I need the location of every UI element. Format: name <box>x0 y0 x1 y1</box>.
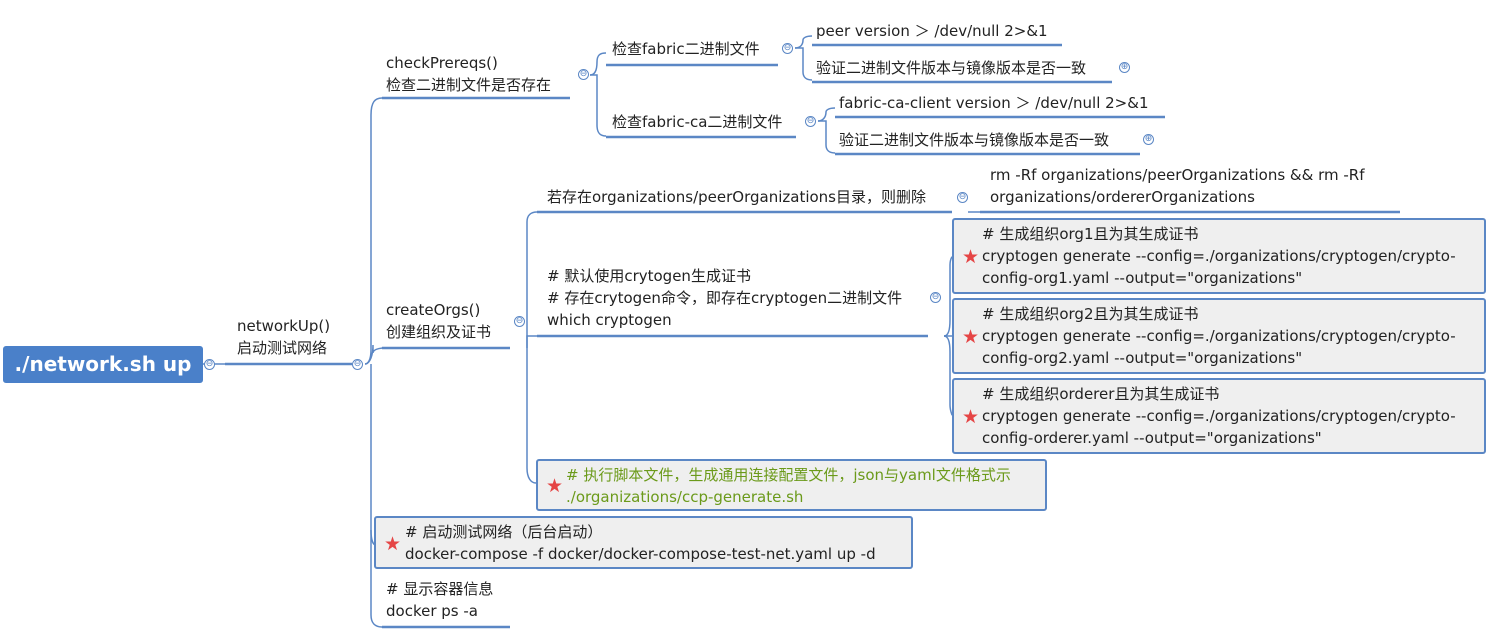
cryptogen-comment2: # 存在crytogen命令，即存在cryptogen二进制文件 <box>547 289 903 307</box>
star-icon: ★ <box>384 533 402 555</box>
org2-command-line2: config-org2.yaml --output="organizations… <box>982 349 1303 367</box>
collapse-icon[interactable]: ⊖ <box>782 43 793 54</box>
org2-comment: # 生成组织org2且为其生成证书 <box>982 305 1199 323</box>
createorgs-desc: 创建组织及证书 <box>386 323 492 341</box>
rm-command-line2: organizations/ordererOrganizations <box>990 188 1255 206</box>
checkprereqs-desc: 检查二进制文件是否存在 <box>386 76 552 94</box>
networkup-desc: 启动测试网络 <box>237 339 328 357</box>
org1-command-line1: cryptogen generate --config=./organizati… <box>982 247 1456 265</box>
collapse-icon[interactable]: ⊖ <box>352 359 363 370</box>
expand-icon[interactable]: ⊕ <box>1143 134 1154 145</box>
show-containers-comment: # 显示容器信息 <box>386 580 494 598</box>
collapse-icon[interactable]: ⊖ <box>514 316 525 327</box>
root-label: ./network.sh up <box>14 352 192 376</box>
ccp-generate-box[interactable]: ★ # 执行脚本文件，生成通用连接配置文件，json与yaml文件格式示 ./o… <box>536 459 1047 511</box>
cryptogen-node[interactable]: # 默认使用crytogen生成证书 # 存在crytogen命令，即存在cry… <box>547 265 902 331</box>
orderer-comment: # 生成组织orderer且为其生成证书 <box>982 385 1220 403</box>
ccp-command: ./organizations/ccp-generate.sh <box>566 488 804 506</box>
star-icon: ★ <box>962 246 980 268</box>
show-containers-command: docker ps -a <box>386 602 478 620</box>
star-icon: ★ <box>546 475 564 497</box>
check-fabric-ca-node[interactable]: 检查fabric-ca二进制文件 <box>612 111 782 133</box>
start-network-command: docker-compose -f docker/docker-compose-… <box>405 545 876 563</box>
orderer-command-line1: cryptogen generate --config=./organizati… <box>982 407 1456 425</box>
remove-dir-node[interactable]: 若存在organizations/peerOrganizations目录，则删除 <box>547 186 926 208</box>
verify-peer-label: 验证二进制文件版本与镜像版本是否一致 <box>816 59 1087 77</box>
collapse-icon[interactable]: ⊖ <box>204 359 215 370</box>
ca-version-node[interactable]: fabric-ca-client version ＞ /dev/null 2>&… <box>839 92 1149 114</box>
start-network-box[interactable]: ★ # 启动测试网络（后台启动） docker-compose -f docke… <box>374 516 913 569</box>
collapse-icon[interactable]: ⊖ <box>805 116 816 127</box>
check-fabric-ca-label: 检查fabric-ca二进制文件 <box>612 113 783 131</box>
collapse-icon[interactable]: ⊖ <box>578 69 589 80</box>
peer-version-label: peer version ＞ /dev/null 2>&1 <box>816 22 1048 40</box>
ccp-comment: # 执行脚本文件，生成通用连接配置文件，json与yaml文件格式示 <box>566 466 1011 484</box>
rm-command-node[interactable]: rm -Rf organizations/peerOrganizations &… <box>990 164 1365 208</box>
root-node[interactable]: ./network.sh up <box>3 346 203 383</box>
verify-peer-node[interactable]: 验证二进制文件版本与镜像版本是否一致 <box>816 57 1086 79</box>
orderer-box[interactable]: ★ # 生成组织orderer且为其生成证书 cryptogen generat… <box>952 378 1486 454</box>
expand-icon[interactable]: ⊕ <box>1119 62 1130 73</box>
checkprereqs-node[interactable]: checkPrereqs() 检查二进制文件是否存在 <box>386 52 551 96</box>
org2-box[interactable]: ★ # 生成组织org2且为其生成证书 cryptogen generate -… <box>952 298 1486 374</box>
createorgs-node[interactable]: createOrgs() 创建组织及证书 <box>386 299 491 343</box>
org2-command-line1: cryptogen generate --config=./organizati… <box>982 327 1456 345</box>
org1-box[interactable]: ★ # 生成组织org1且为其生成证书 cryptogen generate -… <box>952 218 1486 294</box>
org1-comment: # 生成组织org1且为其生成证书 <box>982 225 1199 243</box>
peer-version-node[interactable]: peer version ＞ /dev/null 2>&1 <box>816 20 1048 42</box>
show-containers-node[interactable]: # 显示容器信息 docker ps -a <box>386 578 493 622</box>
orderer-command-line2: config-orderer.yaml --output="organizati… <box>982 429 1322 447</box>
networkup-func: networkUp() <box>237 317 331 335</box>
remove-dir-label: 若存在organizations/peerOrganizations目录，则删除 <box>547 188 926 206</box>
star-icon: ★ <box>962 326 980 348</box>
cryptogen-command: which cryptogen <box>547 311 672 329</box>
cryptogen-comment1: # 默认使用crytogen生成证书 <box>547 267 751 285</box>
collapse-icon[interactable]: ⊖ <box>930 292 941 303</box>
rm-command-line1: rm -Rf organizations/peerOrganizations &… <box>990 166 1365 184</box>
start-network-comment: # 启动测试网络（后台启动） <box>405 523 603 541</box>
verify-ca-label: 验证二进制文件版本与镜像版本是否一致 <box>839 131 1110 149</box>
networkup-node[interactable]: networkUp() 启动测试网络 <box>237 315 330 359</box>
check-fabric-label: 检查fabric二进制文件 <box>612 40 760 58</box>
collapse-icon[interactable]: ⊖ <box>957 192 968 203</box>
star-icon: ★ <box>962 406 980 428</box>
checkprereqs-func: checkPrereqs() <box>386 54 498 72</box>
verify-ca-node[interactable]: 验证二进制文件版本与镜像版本是否一致 <box>839 129 1109 151</box>
org1-command-line2: config-org1.yaml --output="organizations… <box>982 269 1303 287</box>
check-fabric-node[interactable]: 检查fabric二进制文件 <box>612 38 760 60</box>
ca-version-label: fabric-ca-client version ＞ /dev/null 2>&… <box>839 94 1149 112</box>
createorgs-func: createOrgs() <box>386 301 481 319</box>
